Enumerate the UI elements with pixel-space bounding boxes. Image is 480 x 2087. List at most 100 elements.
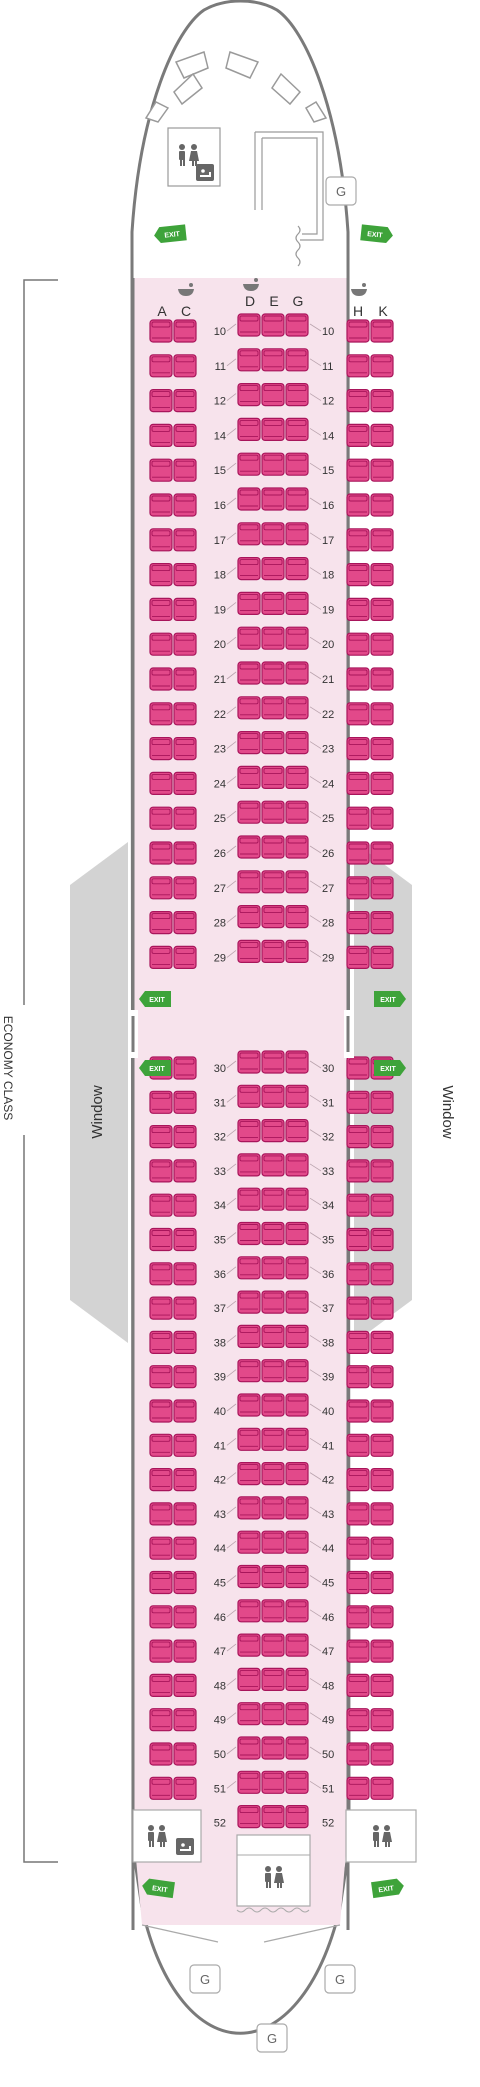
seat-27H[interactable]	[346, 876, 370, 900]
seat-37E[interactable]	[261, 1290, 285, 1314]
seat-44A[interactable]	[149, 1536, 173, 1560]
seat-37A[interactable]	[149, 1296, 173, 1320]
seat-44G[interactable]	[285, 1530, 309, 1554]
seat-50K[interactable]	[370, 1742, 394, 1766]
seat-11D[interactable]	[237, 348, 261, 372]
seat-35D[interactable]	[237, 1221, 261, 1246]
seat-36E[interactable]	[261, 1256, 285, 1280]
seat-21D[interactable]	[237, 661, 261, 685]
seat-47D[interactable]	[237, 1633, 261, 1657]
seat-37D[interactable]	[237, 1290, 261, 1314]
seat-38C[interactable]	[173, 1330, 197, 1355]
seat-46K[interactable]	[370, 1605, 394, 1629]
seat-43H[interactable]	[346, 1502, 370, 1526]
seat-39G[interactable]	[285, 1359, 309, 1383]
seat-35G[interactable]	[285, 1221, 309, 1246]
seat-23H[interactable]	[346, 736, 370, 761]
seat-27A[interactable]	[149, 876, 173, 900]
seat-14K[interactable]	[370, 423, 394, 447]
seat-18K[interactable]	[370, 562, 394, 587]
seat-24D[interactable]	[237, 765, 261, 790]
seat-22D[interactable]	[237, 696, 261, 720]
seat-51C[interactable]	[173, 1776, 197, 1800]
seat-16C[interactable]	[173, 493, 197, 517]
seat-26K[interactable]	[370, 841, 394, 865]
seat-20H[interactable]	[346, 632, 370, 656]
seat-24A[interactable]	[149, 771, 173, 796]
seat-47C[interactable]	[173, 1639, 197, 1663]
seat-35C[interactable]	[173, 1227, 197, 1252]
seat-16G[interactable]	[285, 487, 309, 511]
seat-43C[interactable]	[173, 1502, 197, 1526]
seat-16H[interactable]	[346, 493, 370, 517]
seat-20C[interactable]	[173, 632, 197, 656]
seat-26D[interactable]	[237, 835, 261, 859]
seat-27G[interactable]	[285, 870, 309, 894]
seat-28E[interactable]	[261, 904, 285, 929]
seat-33D[interactable]	[237, 1153, 261, 1177]
seat-19C[interactable]	[173, 597, 197, 622]
seat-32C[interactable]	[173, 1124, 197, 1149]
seat-25G[interactable]	[285, 800, 309, 824]
seat-43K[interactable]	[370, 1502, 394, 1526]
seat-14A[interactable]	[149, 423, 173, 447]
seat-23C[interactable]	[173, 736, 197, 761]
seat-16E[interactable]	[261, 487, 285, 511]
seat-40K[interactable]	[370, 1399, 394, 1423]
seat-49A[interactable]	[149, 1708, 173, 1732]
seat-18D[interactable]	[237, 556, 261, 581]
seat-20D[interactable]	[237, 626, 261, 650]
seat-26E[interactable]	[261, 835, 285, 859]
seat-46E[interactable]	[261, 1599, 285, 1623]
seat-14H[interactable]	[346, 423, 370, 447]
seat-12G[interactable]	[285, 383, 309, 407]
seat-16A[interactable]	[149, 493, 173, 517]
seat-45A[interactable]	[149, 1570, 173, 1595]
seat-32D[interactable]	[237, 1118, 261, 1143]
seat-48C[interactable]	[173, 1673, 197, 1698]
seat-21C[interactable]	[173, 667, 197, 691]
seat-34A[interactable]	[149, 1193, 173, 1217]
seat-30H[interactable]	[346, 1056, 370, 1080]
seat-24G[interactable]	[285, 765, 309, 790]
seat-23D[interactable]	[237, 730, 261, 755]
seat-28H[interactable]	[346, 910, 370, 935]
seat-31E[interactable]	[261, 1084, 285, 1108]
seat-14D[interactable]	[237, 417, 261, 441]
seat-32K[interactable]	[370, 1124, 394, 1149]
seat-33G[interactable]	[285, 1153, 309, 1177]
seat-38H[interactable]	[346, 1330, 370, 1355]
seat-24C[interactable]	[173, 771, 197, 796]
seat-33H[interactable]	[346, 1159, 370, 1183]
seat-32H[interactable]	[346, 1124, 370, 1149]
seat-41K[interactable]	[370, 1433, 394, 1457]
seat-26G[interactable]	[285, 835, 309, 859]
seat-16D[interactable]	[237, 487, 261, 511]
seat-17D[interactable]	[237, 522, 261, 546]
seat-32E[interactable]	[261, 1118, 285, 1143]
seat-50G[interactable]	[285, 1736, 309, 1760]
seat-27K[interactable]	[370, 876, 394, 900]
seat-20K[interactable]	[370, 632, 394, 656]
seat-37C[interactable]	[173, 1296, 197, 1320]
seat-45D[interactable]	[237, 1564, 261, 1589]
seat-44H[interactable]	[346, 1536, 370, 1560]
seat-25E[interactable]	[261, 800, 285, 824]
seat-43E[interactable]	[261, 1496, 285, 1520]
seat-17H[interactable]	[346, 528, 370, 552]
seat-51G[interactable]	[285, 1770, 309, 1794]
seat-49E[interactable]	[261, 1702, 285, 1726]
seat-12D[interactable]	[237, 383, 261, 407]
seat-38G[interactable]	[285, 1324, 309, 1349]
seat-39E[interactable]	[261, 1359, 285, 1383]
seat-32A[interactable]	[149, 1124, 173, 1149]
seat-34K[interactable]	[370, 1193, 394, 1217]
seat-43A[interactable]	[149, 1502, 173, 1526]
seat-22K[interactable]	[370, 702, 394, 726]
seat-10G[interactable]	[285, 313, 309, 337]
seat-12K[interactable]	[370, 389, 394, 413]
seat-29A[interactable]	[149, 945, 173, 970]
seat-25K[interactable]	[370, 806, 394, 830]
seat-51E[interactable]	[261, 1770, 285, 1794]
seat-39D[interactable]	[237, 1359, 261, 1383]
